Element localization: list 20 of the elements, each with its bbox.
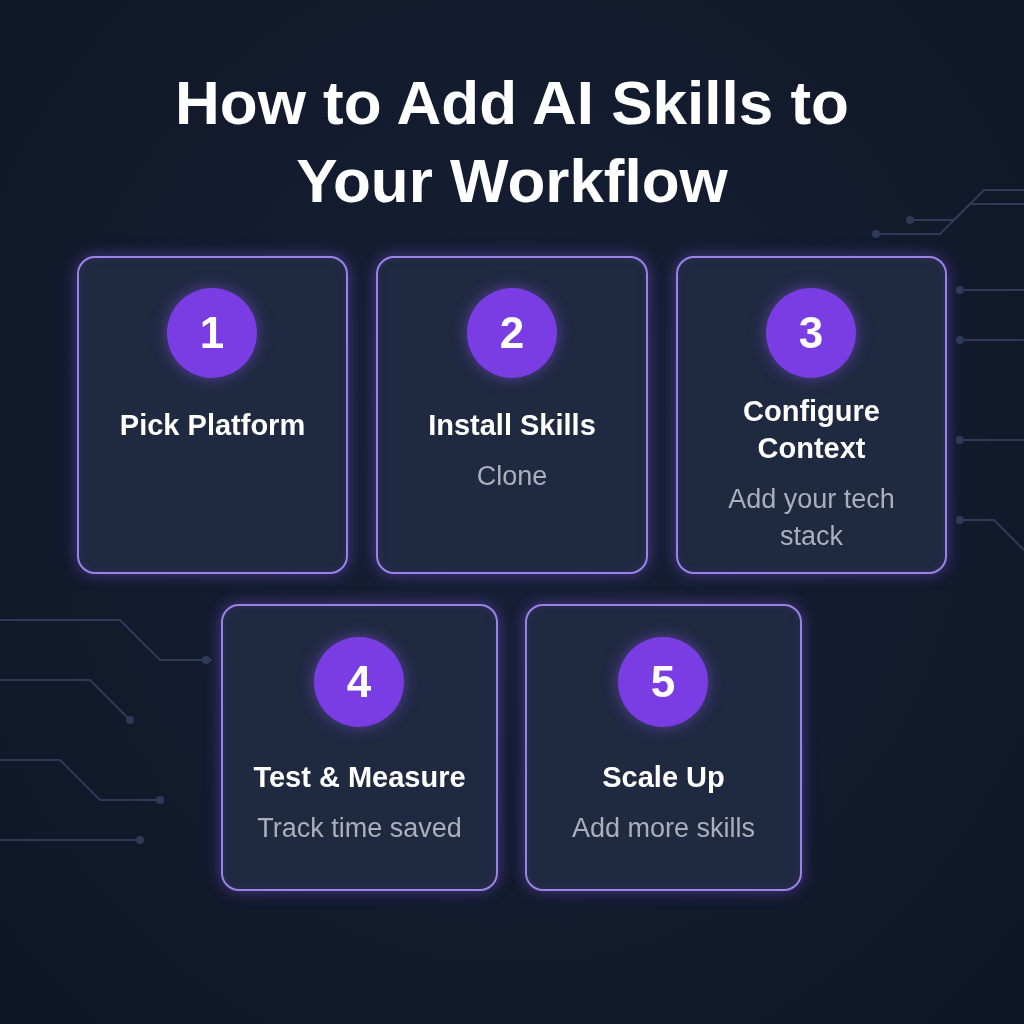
step-number-circle: 2	[467, 288, 557, 378]
step-description: Add more skills	[570, 812, 757, 845]
step-description: Add your tech stack	[727, 483, 896, 553]
step-title: Scale Up	[601, 760, 726, 795]
step-card	[676, 256, 947, 574]
diagram-title: How to Add AI Skills to Your Workflow	[174, 67, 850, 217]
step-description: Clone	[475, 460, 549, 493]
step-title: Configure Context	[742, 394, 881, 466]
step-card	[221, 604, 498, 891]
step-number-circle: 5	[618, 637, 708, 727]
step-title: Pick Platform	[118, 408, 307, 443]
step-number-circle: 4	[314, 637, 404, 727]
step-card	[525, 604, 802, 891]
step-card	[77, 256, 348, 574]
step-card	[376, 256, 648, 574]
step-number-circle: 1	[167, 288, 257, 378]
step-number-circle: 3	[766, 288, 856, 378]
step-title: Install Skills	[427, 408, 597, 443]
step-title: Test & Measure	[252, 760, 467, 795]
step-description: Track time saved	[256, 812, 463, 845]
